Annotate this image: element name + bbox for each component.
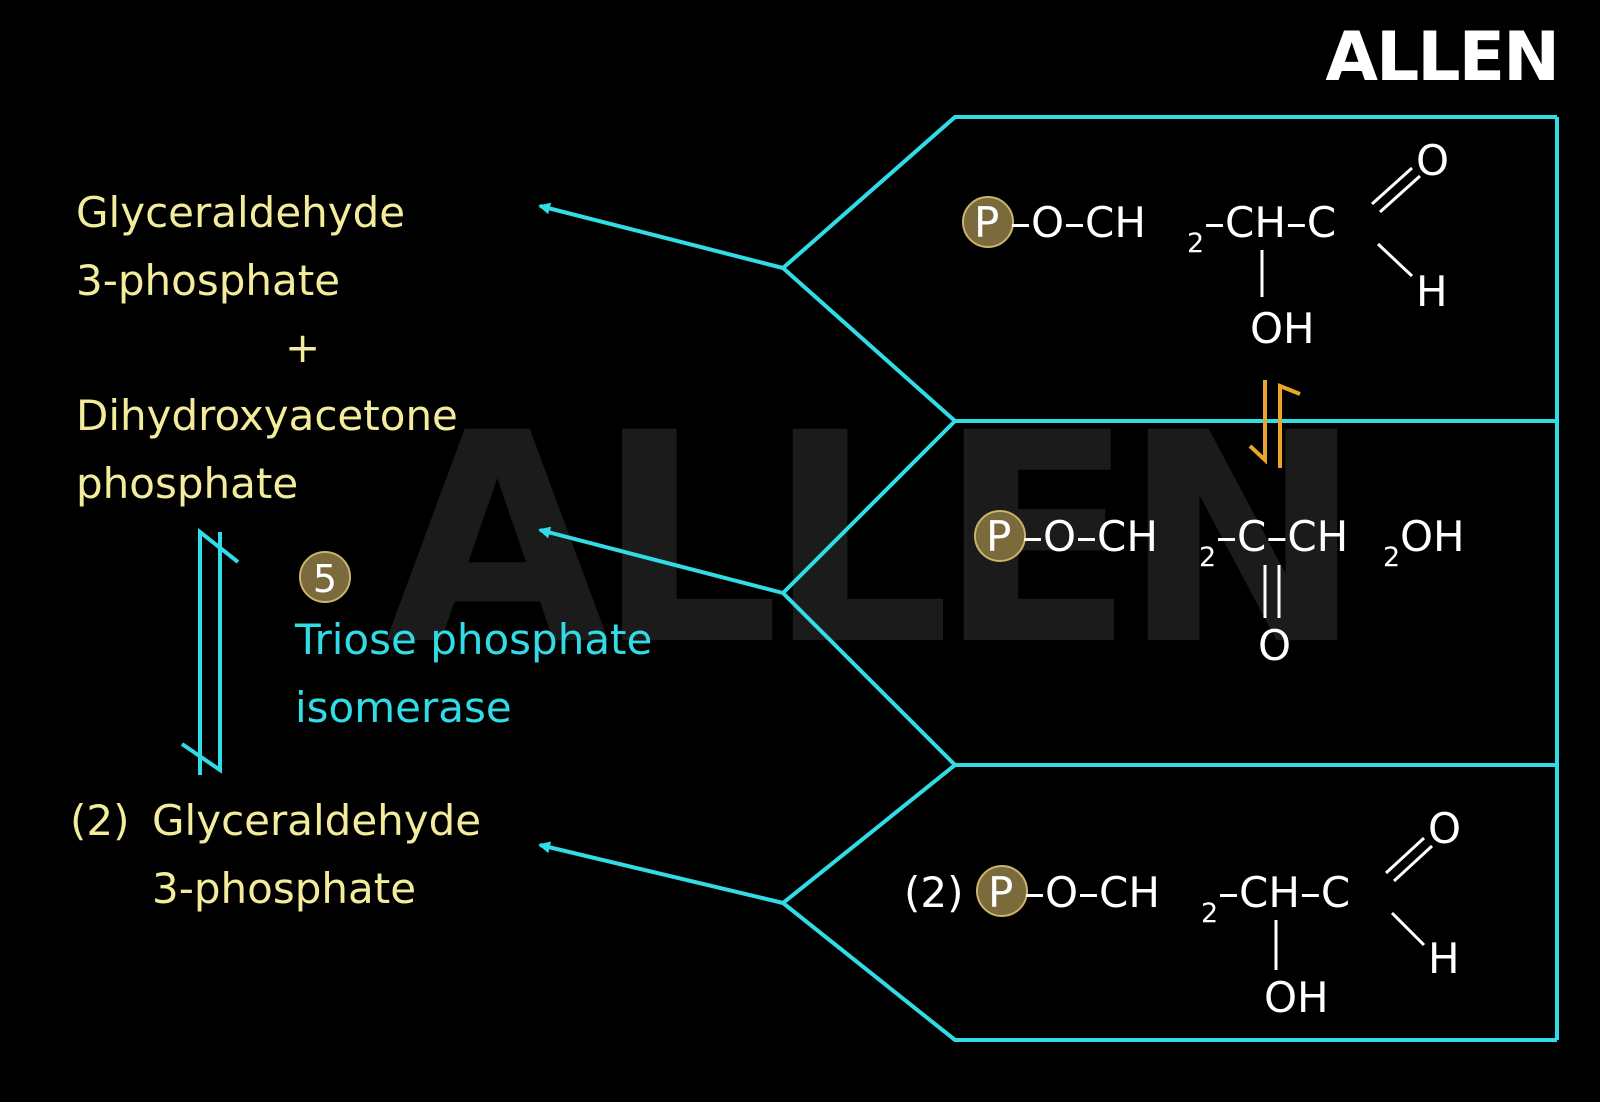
phosphate-circle — [974, 510, 1026, 562]
reversible-reaction-arrow — [180, 527, 240, 775]
hydroxyl: OH — [1264, 973, 1329, 1022]
hydroxyl: OH — [1250, 304, 1315, 353]
reaction-arrow-up — [198, 527, 240, 775]
enzyme-name-line1: Triose phosphate — [294, 615, 652, 664]
ketone-oxygen: O — [1258, 621, 1291, 670]
phosphate-symbol: P — [988, 868, 1013, 917]
reaction-arrow-down — [180, 532, 222, 774]
bond-to-h — [1390, 911, 1426, 947]
label-plus: + — [285, 323, 320, 372]
double-bond-a — [1370, 166, 1414, 206]
subscript-2: 2 — [1201, 898, 1218, 929]
pointer-arrow-g3p — [538, 202, 784, 270]
label-product-line2: 3-phosphate — [152, 864, 416, 913]
bond-to-h — [1376, 242, 1414, 278]
pointer-arrow-product — [538, 841, 784, 905]
chain-middle: –C–CH — [1216, 512, 1348, 561]
terminal-hydroxyl: OH — [1400, 512, 1465, 561]
chain-left: –O–CH — [1022, 512, 1158, 561]
double-bond-a — [1384, 836, 1426, 875]
double-bond-b — [1378, 174, 1422, 214]
watermark: ALLEN — [385, 372, 1350, 709]
chain-left: –O–CH — [1024, 868, 1160, 917]
phosphate-circle — [976, 865, 1028, 917]
double-bond-b — [1392, 844, 1434, 883]
step-number-badge — [299, 551, 351, 603]
equilibrium-harpoon-up — [1278, 383, 1301, 468]
allen-logo: ALLEN — [1325, 18, 1558, 97]
pointer-arrows — [538, 202, 784, 905]
equilibrium-harpoon-down — [1248, 380, 1267, 465]
phosphate-symbol: P — [974, 198, 999, 247]
phosphate-symbol: P — [986, 512, 1011, 561]
label-g3p-line2: 3-phosphate — [76, 256, 340, 305]
structure-dhap: P –O–CH 2 –C–CH 2 OH O — [974, 510, 1465, 670]
carbonyl-oxygen: O — [1416, 136, 1449, 185]
stoichiometry-prefix: (2) — [904, 868, 964, 917]
carbonyl-oxygen: O — [1428, 804, 1461, 853]
label-product-prefix: (2) — [70, 796, 130, 845]
label-product-line1: Glyceraldehyde — [152, 796, 481, 845]
subscript-2: 2 — [1199, 542, 1216, 573]
aldehyde-hydrogen: H — [1416, 267, 1448, 316]
subscript-2: 2 — [1187, 228, 1204, 259]
structure-g3p-x2: (2) P –O–CH 2 –CH–C OH O H — [904, 804, 1461, 1022]
label-dhap-line2: phosphate — [76, 459, 298, 508]
label-dhap-line1: Dihydroxyacetone — [76, 391, 458, 440]
equilibrium-arrow — [1248, 380, 1301, 468]
step-number: 5 — [313, 557, 337, 601]
pointer-arrow-dhap — [538, 526, 784, 595]
structure-g3p: P –O–CH 2 –CH–C OH O H — [962, 136, 1449, 353]
left-labels: Glyceraldehyde 3-phosphate + Dihydroxyac… — [70, 188, 481, 913]
subscript-2b: 2 — [1383, 542, 1400, 573]
chain-right: –CH–C — [1204, 198, 1336, 247]
enzyme-step: 5 Triose phosphate isomerase — [294, 551, 652, 732]
enzyme-name-line2: isomerase — [295, 683, 512, 732]
aldehyde-hydrogen: H — [1428, 934, 1460, 983]
chain-right: –CH–C — [1218, 868, 1350, 917]
chain-left: –O–CH — [1010, 198, 1146, 247]
phosphate-circle — [962, 196, 1014, 248]
label-g3p-line1: Glyceraldehyde — [76, 188, 405, 237]
